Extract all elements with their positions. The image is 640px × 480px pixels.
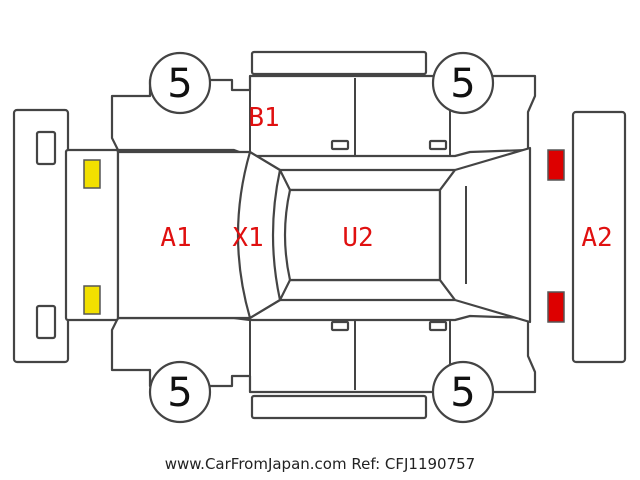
- front-bumper: [12, 108, 70, 364]
- car-body-top-view: [64, 146, 532, 324]
- damage-code-b1: B1: [248, 103, 279, 133]
- tire-front-left-value: 5: [167, 61, 192, 107]
- damage-code-u2: U2: [342, 223, 373, 253]
- tire-rear-right-value: 5: [450, 370, 475, 416]
- tire-rear-left: 5: [431, 51, 495, 115]
- tire-front-right: 5: [148, 360, 212, 424]
- rear-bumper: [571, 110, 627, 364]
- rear-lamp-bottom: [547, 291, 565, 323]
- top-side-panel: [110, 50, 537, 158]
- damage-code-a1: A1: [160, 223, 191, 253]
- tire-front-right-value: 5: [167, 370, 192, 416]
- tire-front-left: 5: [148, 51, 212, 115]
- front-lamp-bottom: [83, 285, 101, 315]
- tire-rear-right: 5: [431, 360, 495, 424]
- front-lamp-top: [83, 159, 101, 189]
- damage-code-a2: A2: [581, 223, 612, 253]
- damage-code-x1: X1: [232, 223, 263, 253]
- tire-rear-left-value: 5: [450, 61, 475, 107]
- footer-credit: www.CarFromJapan.com Ref: CFJ1190757: [164, 455, 476, 473]
- rear-lamp-top: [547, 149, 565, 181]
